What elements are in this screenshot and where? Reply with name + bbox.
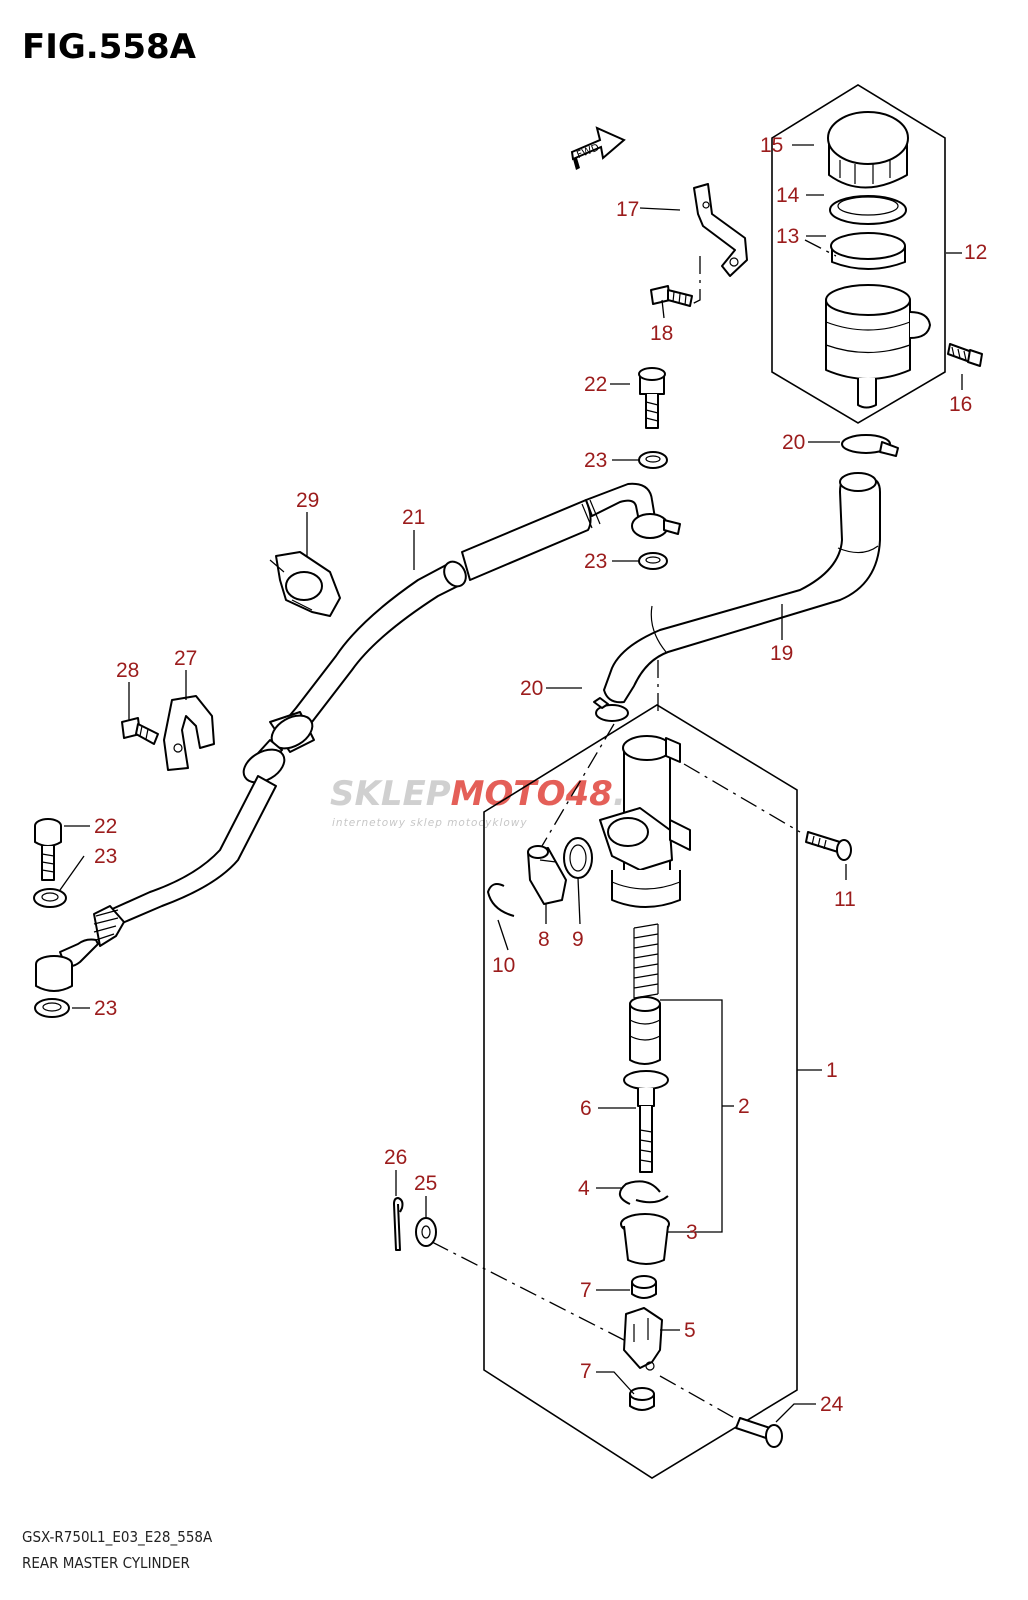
o-ring-part (563, 837, 593, 879)
callout-7-bottom: 7 (580, 1360, 592, 1383)
clevis-part (623, 1307, 663, 1371)
watermark-tagline: internetowy sklep motocyklowy (332, 817, 528, 829)
callout-6: 6 (580, 1097, 592, 1120)
callout-12: 12 (964, 241, 987, 264)
callout-26: 26 (384, 1146, 407, 1169)
nut-bottom-part (629, 1387, 655, 1411)
reservoir-bracket-part (693, 183, 748, 277)
brake-hose-main-part (59, 560, 467, 967)
callout-14: 14 (776, 184, 800, 207)
master-cylinder-frame (483, 704, 798, 1479)
fitting-dashline (541, 723, 615, 847)
callout-24: 24 (820, 1393, 844, 1416)
fwd-label: FWD (575, 142, 601, 161)
callout-19: 19 (770, 642, 793, 665)
pin-dashline-left (431, 1241, 625, 1341)
callout-23-left: 23 (94, 845, 117, 868)
callout-3: 3 (686, 1221, 698, 1244)
washer-top-part (638, 451, 668, 469)
callouts: 15 14 13 12 16 17 18 22 23 23 20 20 19 2… (94, 134, 987, 1416)
callout-22-top: 22 (584, 373, 607, 396)
fitting-circlip-part (487, 883, 515, 917)
reservoir-cap-part (827, 111, 909, 189)
callout-23-top: 23 (584, 449, 607, 472)
watermark-part2: MOTO (451, 774, 566, 814)
watermark-part1: SKLEP (330, 774, 451, 814)
brake-hose-upper-part (461, 482, 681, 581)
svg-text:SKLEPMOTO48.PL: SKLEPMOTO48.PL (330, 774, 672, 814)
washer-bottom-hole (42, 1002, 62, 1012)
callout-20-bottom: 20 (520, 677, 543, 700)
callout-18: 18 (650, 322, 673, 345)
washer-left-hole (41, 892, 59, 902)
callout-21: 21 (402, 506, 425, 529)
callout-1: 1 (826, 1059, 838, 1082)
reservoir-screw-part (805, 831, 852, 861)
watermark-part3: 48 (565, 774, 613, 814)
clevis-pin-part (735, 1417, 783, 1448)
footer-code: GSX-R750L1_E03_E28_558A (22, 1528, 213, 1547)
nut-top-part (631, 1275, 657, 1299)
master-cylinder-body-part (599, 735, 691, 908)
callout-13: 13 (776, 225, 799, 248)
callout-20-top: 20 (782, 431, 805, 454)
hose-union-bottom-part (35, 955, 73, 992)
callout-8: 8 (538, 928, 550, 951)
reservoir-diaphragm-part (829, 195, 907, 225)
boot-part (620, 1213, 670, 1265)
pin-dashline-right (659, 1375, 739, 1421)
callout-17: 17 (616, 198, 639, 221)
footer-name: REAR MASTER CYLINDER (22, 1554, 190, 1572)
callout-10: 10 (492, 954, 515, 977)
washer-left-part (33, 888, 67, 908)
spring-part (633, 923, 659, 999)
callout-7-top: 7 (580, 1279, 592, 1302)
callout-16: 16 (949, 393, 972, 416)
callout-28: 28 (116, 659, 139, 682)
callout-23-bottom: 23 (94, 997, 117, 1020)
leader-lines (59, 144, 963, 1423)
callout-11: 11 (834, 888, 856, 911)
bracket-dashline (687, 256, 701, 307)
callout-5: 5 (684, 1319, 696, 1342)
fwd-arrow-icon: FWD (570, 126, 626, 170)
cap-dashline (804, 239, 837, 257)
callout-4: 4 (578, 1177, 590, 1200)
o-ring-hole (569, 844, 587, 872)
reservoir-hose-part (603, 472, 881, 704)
circlip-part (619, 1180, 669, 1205)
callout-23-mid: 23 (584, 550, 607, 573)
reservoir-tank-part (825, 284, 931, 409)
washer-bottom-part (34, 998, 70, 1018)
reservoir-plate-part (830, 232, 906, 270)
screw-dashline (683, 763, 801, 833)
piston-part (629, 996, 661, 1065)
clamp-bolt-part (121, 717, 159, 745)
figure-title: FIG.558A (22, 27, 197, 67)
callout-22-left: 22 (94, 815, 117, 838)
hose-clamp-bottom-part (593, 697, 629, 722)
hose-clamp-top-part (841, 434, 899, 457)
banjo-bolt-top-part (638, 367, 666, 429)
hose-clip-part (269, 551, 341, 617)
callout-2: 2 (738, 1095, 750, 1118)
cotter-pin-part (393, 1197, 404, 1251)
callout-29: 29 (296, 489, 319, 512)
callout-27: 27 (174, 647, 197, 670)
reservoir-frame (771, 84, 946, 424)
pushrod-part (623, 1070, 669, 1173)
callout-25: 25 (414, 1172, 437, 1195)
washer-mid-hole (645, 556, 661, 564)
washer-mid-part (638, 552, 668, 570)
callout-15: 15 (760, 134, 783, 157)
hose-fitting-part (527, 845, 567, 905)
reservoir-bolt-part (947, 343, 983, 367)
banjo-bolt-left-part (34, 818, 62, 881)
bracket-bolt-part (650, 285, 693, 307)
washer-top-hole (645, 455, 661, 463)
callout-9: 9 (572, 928, 584, 951)
hose-clamp-part (163, 695, 215, 771)
